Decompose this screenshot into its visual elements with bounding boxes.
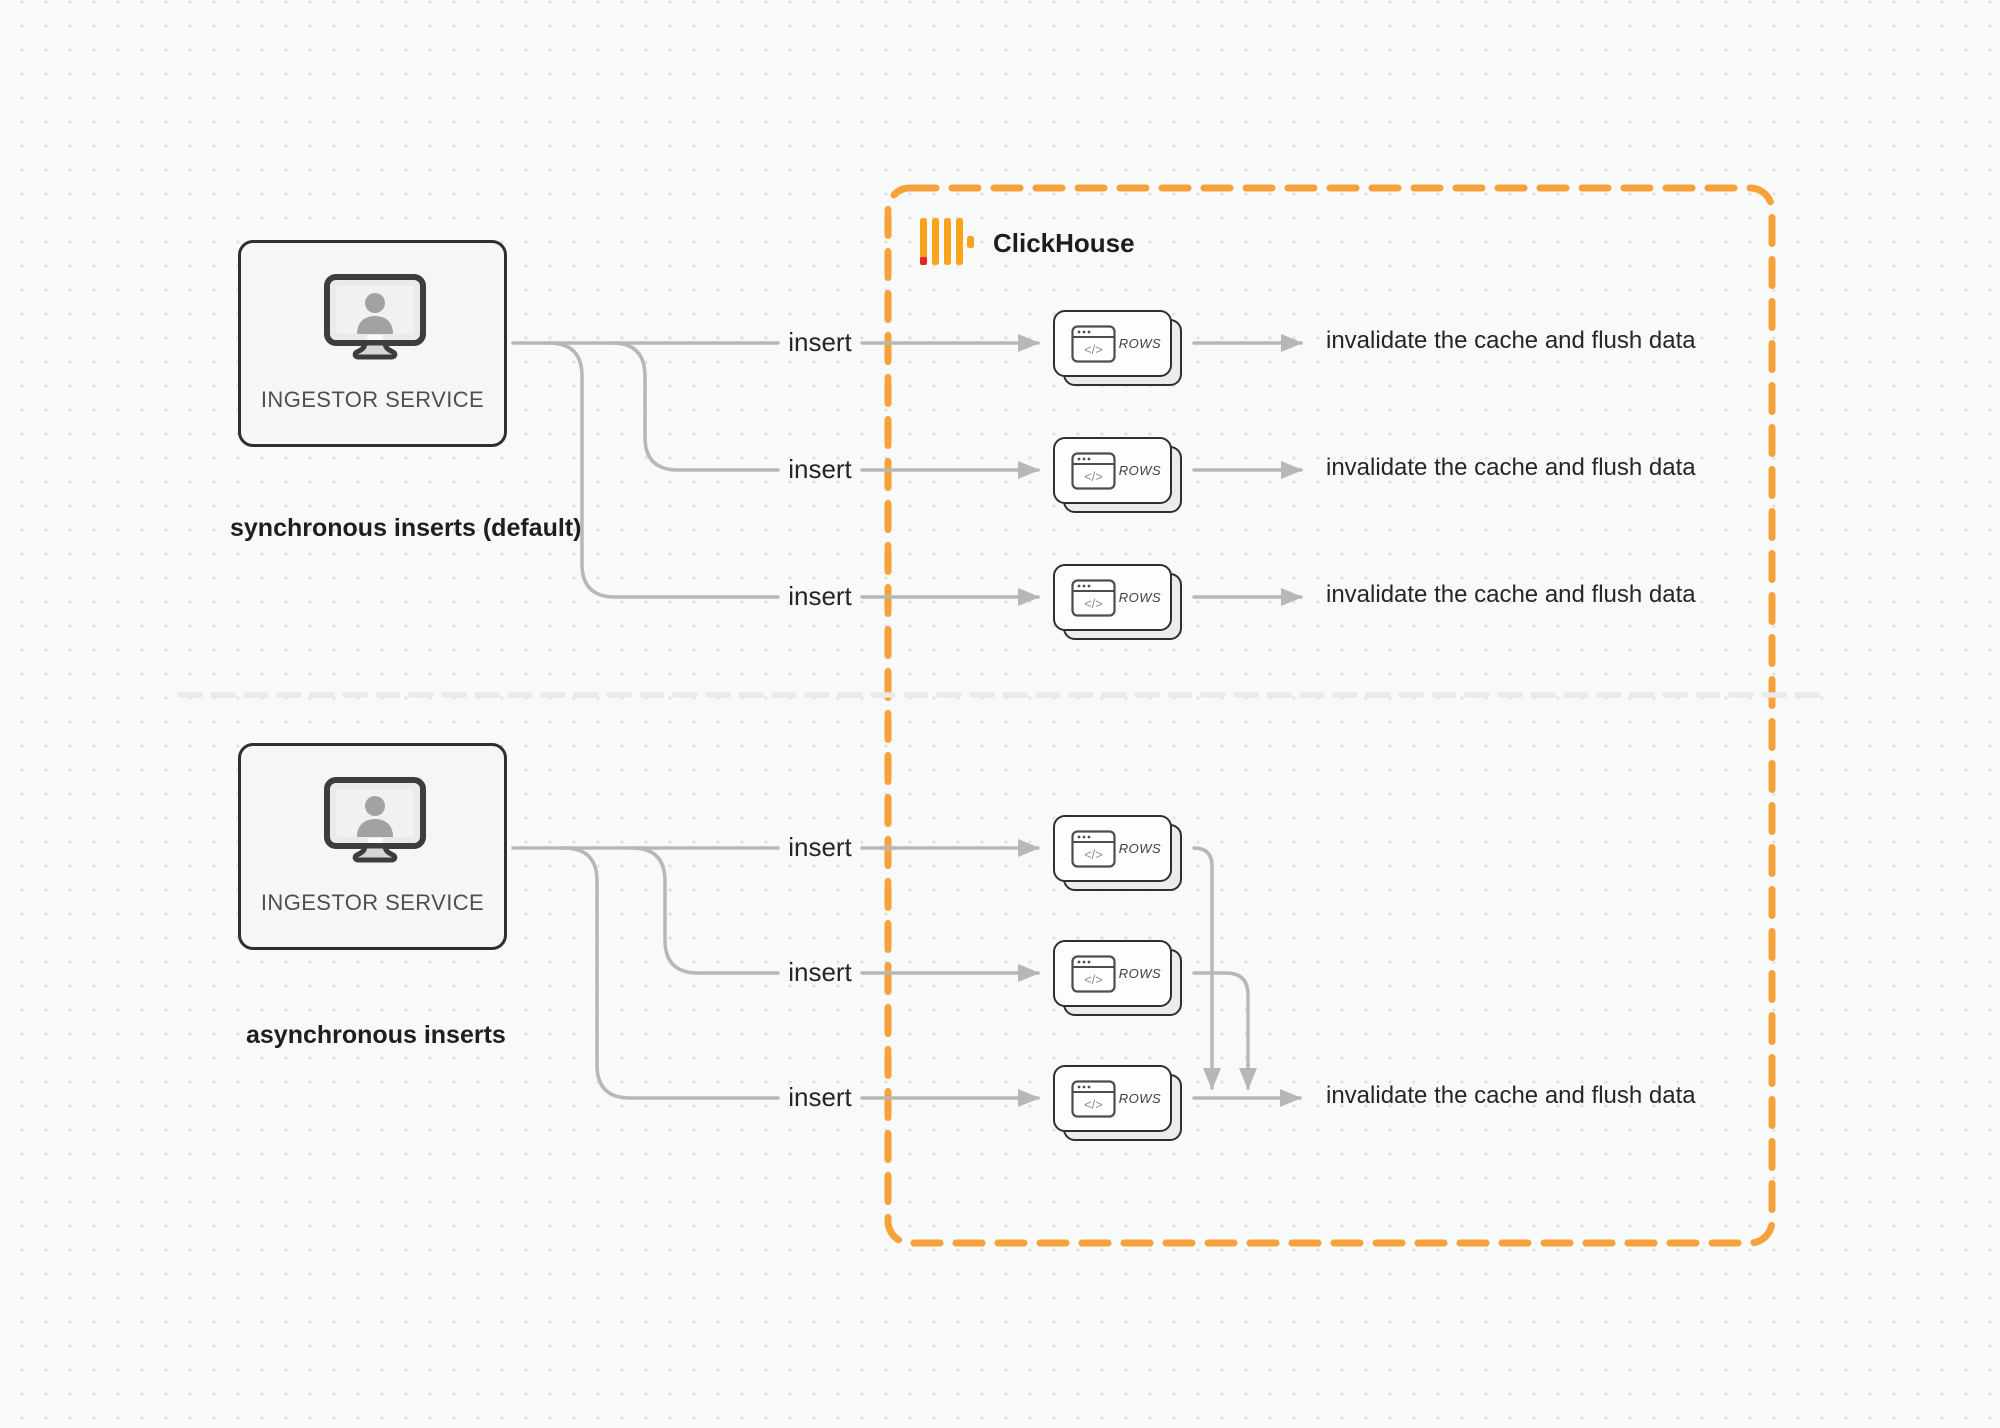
rows-card: </> ROWS [1053, 564, 1182, 640]
connector-sync-branch-row2 [610, 341, 780, 472]
logo-bar [932, 218, 939, 265]
rows-card: </> ROWS [1053, 940, 1182, 1016]
logo-red-accent [920, 257, 927, 265]
code-window-icon: </> [1071, 954, 1116, 993]
user-workstation-icon [324, 274, 426, 360]
rows-label: ROWS [1118, 1091, 1162, 1106]
code-window-icon: </> [1071, 451, 1116, 490]
svg-text:</>: </> [1084, 1097, 1103, 1112]
connector-async-flush-drop-2 [1192, 971, 1257, 1090]
section-caption-async: asynchronous inserts [246, 1021, 506, 1049]
logo-bar [920, 218, 927, 265]
invalidate-label: invalidate the cache and flush data [1326, 327, 1696, 354]
logo-bar [956, 218, 963, 265]
code-window-icon: </> [1071, 324, 1116, 363]
connector-sync-branch-row3 [547, 341, 780, 599]
insert-label: insert [788, 581, 852, 611]
connector-async-flush-drop-1 [1192, 846, 1221, 1090]
connector-async-branch-row3 [562, 846, 780, 1100]
rows-label: ROWS [1118, 590, 1162, 605]
insert-label: insert [788, 832, 852, 862]
insert-label: insert [788, 957, 852, 987]
invalidate-label: invalidate the cache and flush data [1326, 581, 1696, 608]
insert-label: insert [788, 327, 852, 357]
code-window-icon: </> [1071, 829, 1116, 868]
logo-bar [944, 218, 951, 265]
rows-card: </> ROWS [1053, 310, 1182, 386]
svg-text:</>: </> [1084, 469, 1103, 484]
connector-async-branch-row2 [630, 846, 780, 975]
rows-card: </> ROWS [1053, 437, 1182, 513]
ingestor-service-box-sync: INGESTOR SERVICE [238, 240, 507, 447]
code-window-icon: </> [1071, 1079, 1116, 1118]
code-window-icon: </> [1071, 578, 1116, 617]
invalidate-label: invalidate the cache and flush data [1326, 1082, 1696, 1109]
section-caption-sync: synchronous inserts (default) [230, 514, 582, 542]
ingestor-service-label: INGESTOR SERVICE [260, 387, 485, 412]
insert-label: insert [788, 1082, 852, 1112]
svg-text:</>: </> [1084, 972, 1103, 987]
rows-label: ROWS [1118, 463, 1162, 478]
rows-label: ROWS [1118, 336, 1162, 351]
rows-card: </> ROWS [1053, 815, 1182, 891]
user-workstation-icon [324, 777, 426, 863]
clickhouse-boundary [884, 184, 1776, 1247]
clickhouse-brand-label: ClickHouse [993, 228, 1135, 258]
rows-card: </> ROWS [1053, 1065, 1182, 1141]
svg-text:</>: </> [1084, 847, 1103, 862]
svg-text:</>: </> [1084, 342, 1103, 357]
ingestor-service-label: INGESTOR SERVICE [260, 890, 485, 915]
insert-label: insert [788, 454, 852, 484]
ingestor-service-box-async: INGESTOR SERVICE [238, 743, 507, 950]
svg-text:</>: </> [1084, 596, 1103, 611]
invalidate-label: invalidate the cache and flush data [1326, 454, 1696, 481]
logo-dot [967, 236, 974, 248]
rows-label: ROWS [1118, 966, 1162, 981]
rows-label: ROWS [1118, 841, 1162, 856]
